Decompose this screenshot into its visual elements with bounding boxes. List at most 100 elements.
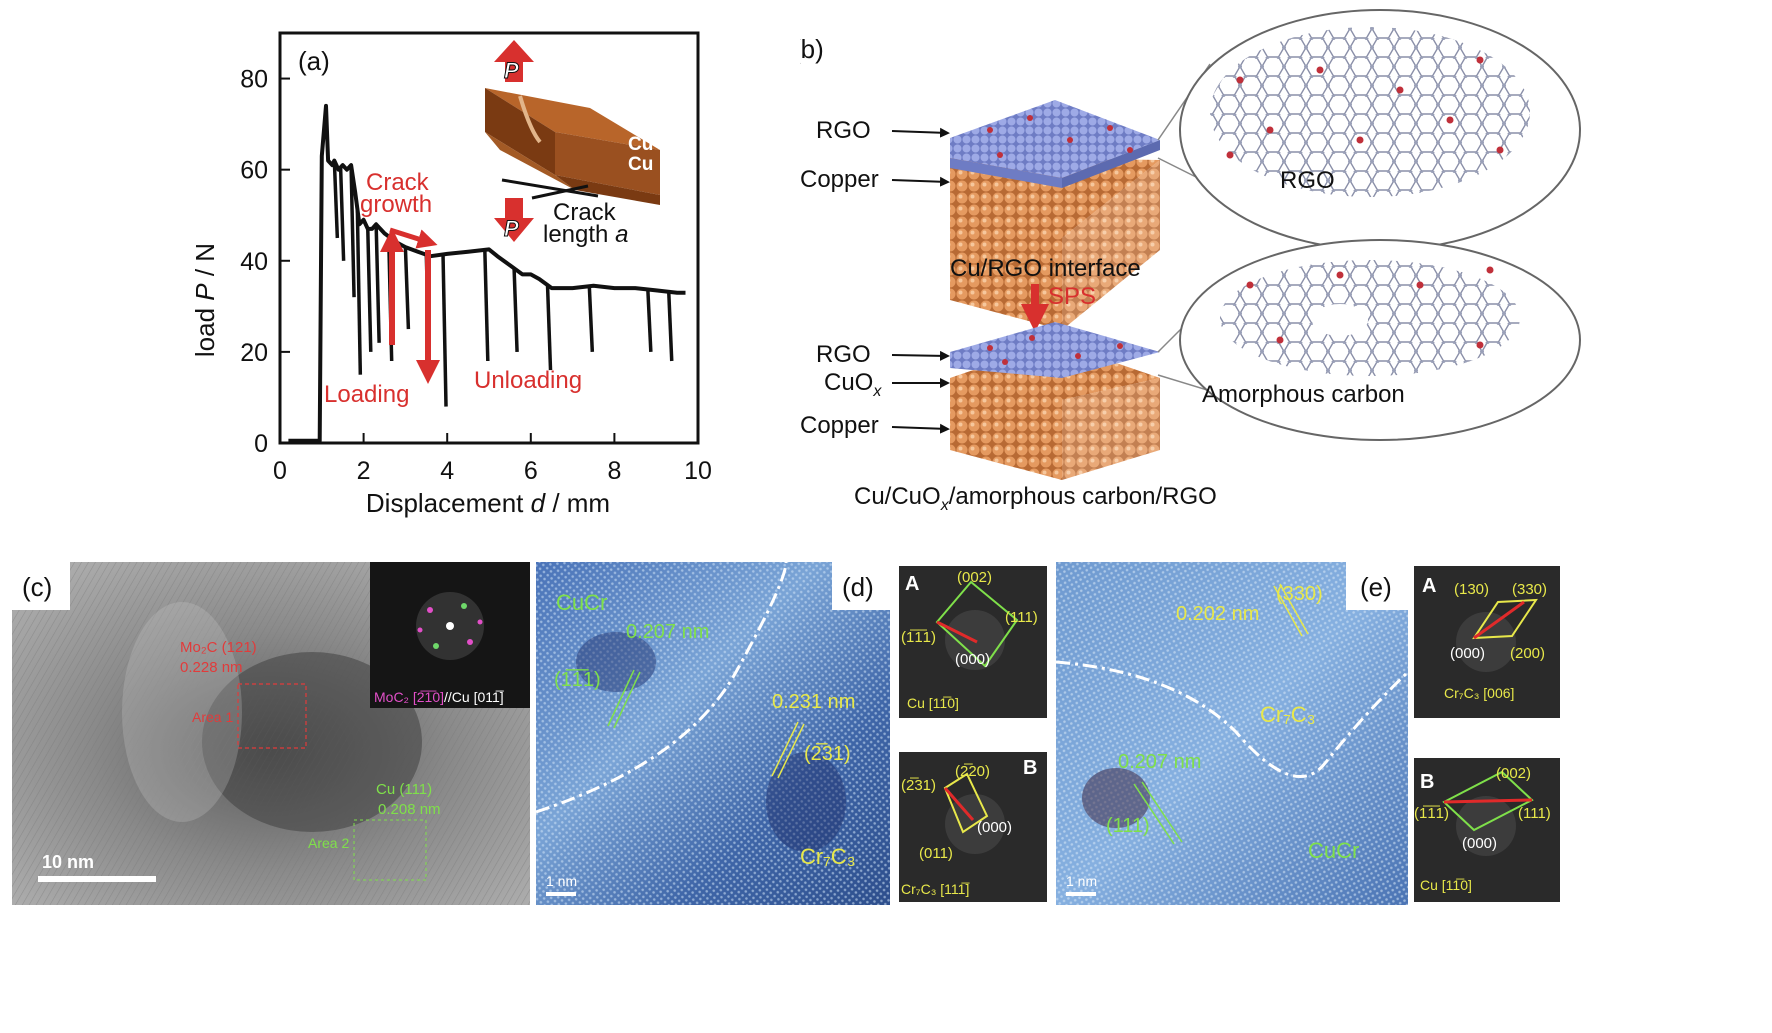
area2-box <box>353 819 427 881</box>
y-axis-label: load P / N <box>190 243 220 357</box>
panel-c-label-bg <box>12 562 70 610</box>
inset-d-b-p4: (011) <box>919 845 953 862</box>
inset-d-b-letter: B <box>1023 757 1037 779</box>
fft-vector-d-b <box>943 787 975 821</box>
inset-d-b-p3: (000) <box>977 819 1012 836</box>
bottom-caption: Cu/CuOx/amorphous carbon/RGO <box>854 483 1217 514</box>
area2-label: Area 2 <box>308 835 349 851</box>
unloading-drop-14 <box>646 289 653 352</box>
fft-vector-d-a <box>936 620 978 644</box>
zoom-top-label: RGO <box>1280 167 1335 194</box>
scale-bar-e <box>1066 892 1096 896</box>
unloading-drop-15 <box>666 291 674 362</box>
y-tick-label: 40 <box>240 248 268 276</box>
spacing-2-mark-a <box>771 721 799 777</box>
plane-2-label-e: (111) <box>1106 815 1150 837</box>
load-arrow-down-icon: P <box>494 198 534 242</box>
unloading-drop-0 <box>332 160 340 239</box>
unloading-drop-13 <box>587 286 595 352</box>
top-rgo-label: RGO <box>816 117 871 144</box>
amorphous-gap <box>1312 304 1368 336</box>
amorphous-lattice-bottom <box>1220 260 1520 376</box>
inset-e-b-p2: (1̅1̅1) <box>1414 805 1449 822</box>
panel-b: (b) RGO Copper Cu/RGO interface SPS RGO … <box>800 9 1581 514</box>
fft-spots-c <box>417 603 483 649</box>
fft-cell-d-a <box>935 580 1019 668</box>
scale-label-d: 1 nm <box>546 873 577 889</box>
inset-d-a-letter: A <box>905 573 919 595</box>
inset-e-a-zone: Cr₇C₃ [006] <box>1444 685 1514 701</box>
unloading-drop-9 <box>441 254 448 407</box>
crack-length-leader <box>501 178 599 198</box>
inset-e-b-zone: Cu [11̅0] <box>1420 877 1472 893</box>
inset-cu-top: Cu <box>628 134 653 155</box>
load-arrow-up-icon: P <box>494 40 534 84</box>
svg-text:P: P <box>504 58 519 83</box>
fft-vector-e-a <box>1473 600 1525 640</box>
x-tick-label: 6 <box>524 457 538 485</box>
scale-bar-c <box>38 876 156 882</box>
panel-b-label: (b) <box>800 34 824 64</box>
interface-line-d <box>536 562 788 814</box>
panel-c: (c) MoC₂ [2̅1̅0]//Cu [011̅] Mo₂C (121) 0… <box>12 562 530 905</box>
bottom-cuox-label: CuOx <box>824 369 882 400</box>
rgo-arrow-top <box>891 127 950 138</box>
spacing-1-mark-b-e <box>1279 583 1309 635</box>
x-tick-label: 2 <box>357 457 371 485</box>
panel-a-label: (a) <box>298 46 330 76</box>
unloading-drop-10 <box>483 249 490 362</box>
rgo-layer-bottom <box>950 322 1160 378</box>
cu-spacing-label: 0.208 nm <box>378 801 441 818</box>
inset-d-b-p2: (2̅20) <box>955 763 990 780</box>
cu-plane-label: Cu (111) <box>376 781 432 798</box>
svg-text:P: P <box>504 216 519 241</box>
panel-e-insets: A (130) (330) (000) (200) Cr₇C₃ [006] B … <box>1414 566 1560 902</box>
cucr-phase-label-d: CuCr <box>556 590 607 615</box>
inset-d-a-p1: (002) <box>957 569 992 586</box>
panel-d-label-bg <box>832 562 890 610</box>
area1-label: Area 1 <box>192 709 233 725</box>
panel-d-insets: A (002) (111) (1̅1̅1) (000) Cu [11̅0] B … <box>899 566 1047 902</box>
inset-d-a-p3: (1̅1̅1) <box>901 629 936 646</box>
y-tick-label: 60 <box>240 157 268 185</box>
y-tick-label: 20 <box>240 339 268 367</box>
plot-frame <box>278 31 700 445</box>
y-tick-label: 0 <box>254 430 268 458</box>
unloading-drop-4 <box>366 228 373 352</box>
panel-c-label: (c) <box>22 572 52 602</box>
plane-1-label-d: (1̅1̅1) <box>554 668 601 691</box>
scale-label-e: 1 nm <box>1066 873 1097 889</box>
x-tick-label: 4 <box>440 457 454 485</box>
bottom-copper-label: Copper <box>800 412 879 439</box>
fft-cell-e-a <box>1472 598 1538 640</box>
cu-cuox-rgo-block-bottom <box>950 322 1160 480</box>
scale-label-c: 10 nm <box>42 852 94 872</box>
cr7c3-phase-label-d: Cr₇C₃ <box>800 844 856 869</box>
panel-e-label-bg <box>1346 562 1408 610</box>
unloading-drop-2 <box>349 165 356 298</box>
inset-d-a-p4: (000) <box>955 651 990 668</box>
area1-box <box>237 683 307 749</box>
zoom-bottom-label: Amorphous carbon <box>1202 381 1405 408</box>
inset-crack-label-2: length a <box>543 221 628 248</box>
spacing-2-label-d: 0.231 nm <box>772 691 855 713</box>
panel-d-label: (d) <box>842 572 874 602</box>
unloading-drop-1 <box>338 167 346 261</box>
cucr-phase-label-e: CuCr <box>1308 838 1359 863</box>
spacing-1-mark-b <box>613 671 641 729</box>
spacing-1-label-e: 0.202 nm <box>1176 603 1259 625</box>
rgo-lattice-top <box>1210 27 1530 197</box>
plane-1-label-e: (330) <box>1276 583 1323 605</box>
dcb-specimen-inset <box>485 88 660 205</box>
unloading-drop-7 <box>403 247 411 330</box>
inset-e-b-p4: (000) <box>1462 835 1497 852</box>
panel-e-label: (e) <box>1360 572 1392 602</box>
crack-growth-label-2: growth <box>360 191 432 218</box>
interface-line-e <box>1056 660 1408 778</box>
sps-label: SPS <box>1048 283 1096 310</box>
cr7c3-phase-label-e: Cr₇C₃ <box>1260 702 1316 727</box>
scale-bar-d <box>546 892 576 896</box>
unloading-drop-5 <box>374 224 381 343</box>
fft-vector-e-b <box>1443 798 1533 804</box>
